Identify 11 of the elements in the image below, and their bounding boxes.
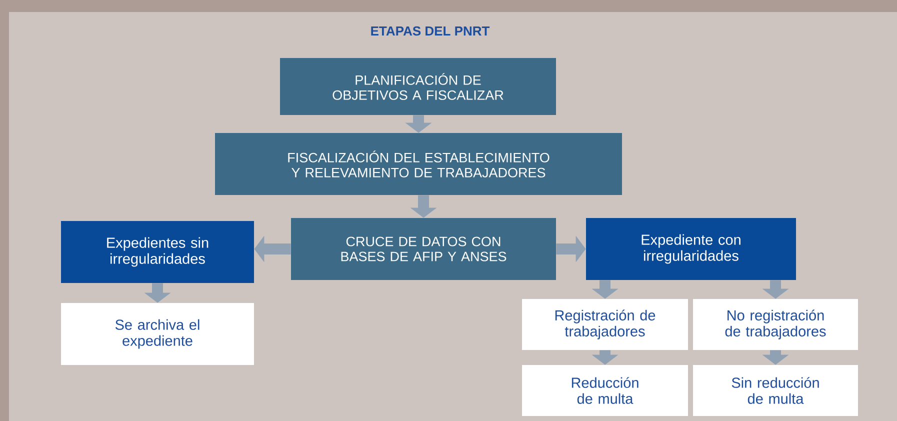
process-box: PLANIFICACIÓN DE OBJETIVOS A FISCALIZAR: [280, 58, 556, 115]
result-box: Sin reducción de multa: [693, 365, 858, 416]
process-box: CRUCE DE DATOS CON BASES DE AFIP Y ANSES: [291, 218, 556, 280]
result-box: Se archiva el expediente: [61, 303, 254, 365]
outcome-box: Expediente con irregularidades: [586, 218, 796, 280]
process-box: FISCALIZACIÓN DEL ESTABLECIMIENTO Y RELEVAMIENTO DE TRABAJADORES: [215, 133, 622, 195]
outcome-box: Expedientes sin irregularidades: [61, 221, 254, 283]
result-box: No registración de trabajadores: [693, 299, 858, 350]
title: ETAPAS DEL PNRT: [371, 26, 490, 36]
result-box: Registración de trabajadores: [522, 299, 688, 350]
result-box: Reducción de multa: [522, 365, 688, 416]
